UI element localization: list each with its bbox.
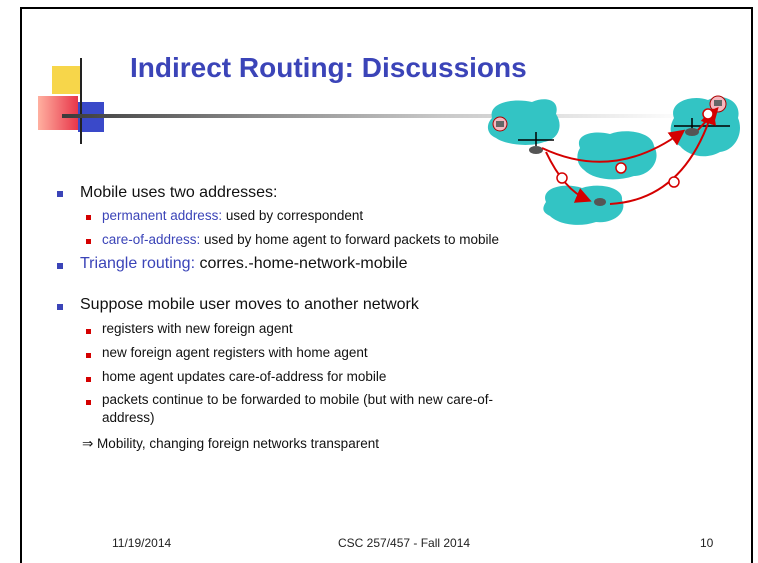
network-diagram bbox=[487, 95, 740, 225]
sub-bullet-marker bbox=[86, 400, 91, 405]
mobile-device-icon bbox=[709, 95, 727, 113]
slide-frame bbox=[20, 7, 753, 563]
sub-bullet-home-agent-updates: home agent updates care-of-address for m… bbox=[102, 369, 387, 384]
bullet-two-addresses: Mobile uses two addresses: bbox=[80, 184, 278, 201]
conclusion-line: ⇒ Mobility, changing foreign networks tr… bbox=[82, 436, 379, 451]
sub-bullet-marker bbox=[86, 239, 91, 244]
mid-host-icon bbox=[594, 198, 606, 206]
footer-date: 11/19/2014 bbox=[112, 536, 172, 550]
home-agent-router-icon bbox=[518, 132, 554, 154]
middle-network-cloud bbox=[577, 131, 657, 180]
footer-page-number: 10 bbox=[700, 536, 714, 550]
foreign-network-cloud bbox=[543, 185, 624, 225]
sub-bullet-registers: registers with new foreign agent bbox=[102, 321, 293, 336]
sub-bullet-packets-continue-cont: address) bbox=[102, 410, 155, 425]
sub-bullet-marker bbox=[86, 377, 91, 382]
home-network-cloud bbox=[487, 99, 560, 145]
title-underline bbox=[62, 114, 690, 118]
sub-bullet-new-foreign-agent: new foreign agent registers with home ag… bbox=[102, 345, 368, 360]
correspondent-device-icon bbox=[492, 116, 508, 132]
sub-bullet-marker bbox=[86, 215, 91, 220]
sub-bullet-permanent-address: permanent address: used by correspondent bbox=[102, 208, 364, 223]
sub-bullet-packets-continue: packets continue to be forwarded to mobi… bbox=[102, 392, 493, 407]
sub-bullet-marker bbox=[86, 329, 91, 334]
route-nodes bbox=[556, 108, 714, 188]
bullet-marker bbox=[57, 191, 63, 197]
footer-course: CSC 257/457 - Fall 2014 bbox=[338, 536, 471, 550]
bullet-triangle-routing: Triangle routing: corres.-home-network-m… bbox=[80, 255, 408, 272]
slide-title: Indirect Routing: Discussions bbox=[130, 52, 527, 83]
bullet-suppose-moves: Suppose mobile user moves to another net… bbox=[80, 296, 419, 313]
bullet-marker bbox=[57, 304, 63, 310]
sub-bullet-care-of-address: care-of-address: used by home agent to f… bbox=[102, 232, 499, 247]
bullet-marker bbox=[57, 263, 63, 269]
sub-bullet-marker bbox=[86, 353, 91, 358]
